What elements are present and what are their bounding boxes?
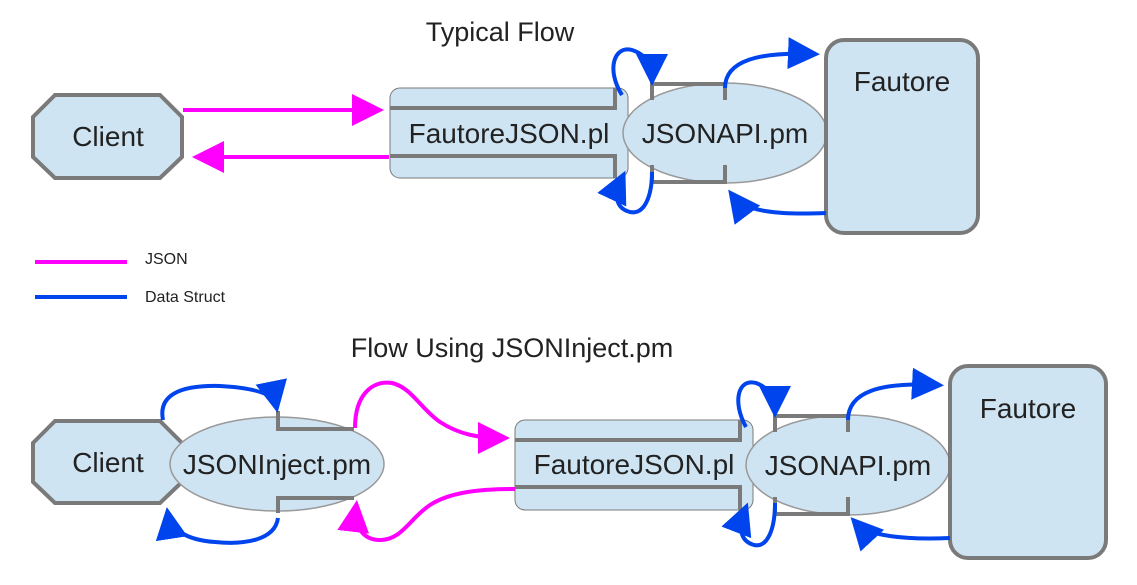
top-client-node: Client: [31, 93, 184, 180]
bottom-ds-to-fautore-arrow: [846, 367, 944, 421]
top-fautore-label: Fautore: [854, 66, 951, 97]
bottom-client-node: Client: [31, 419, 184, 505]
bottom-json-response-arrow: [337, 487, 516, 543]
top-client-label: Client: [72, 121, 144, 152]
bottom-ds-from-fautore-arrow: [850, 517, 951, 552]
top-ds-to-fautore-arrow: [723, 37, 820, 89]
top-fautorejson-label: FautoreJSON.pl: [409, 118, 610, 149]
bottom-fautorejson-label: FautoreJSON.pl: [534, 449, 735, 480]
bottom-ds-loop-upper-arrow: [736, 380, 791, 428]
bottom-json-request-arrow: [353, 380, 510, 454]
top-ds-loop-lower-arrow: [597, 170, 654, 215]
top-fautorejson-node: FautoreJSON.pl: [389, 87, 629, 179]
jsoninject-flow-title: Flow Using JSONInject.pm: [351, 333, 674, 363]
legend-json-label: JSON: [145, 251, 188, 268]
bottom-jsoninject-node: JSONInject.pm: [169, 411, 385, 513]
bottom-fautore-label: Fautore: [980, 393, 1077, 424]
bottom-fautorejson-node: FautoreJSON.pl: [514, 419, 754, 511]
top-jsonapi-label: JSONAPI.pm: [642, 118, 808, 149]
bottom-jsonapi-node: JSONAPI.pm: [745, 414, 951, 516]
bottom-jsoninject-label: JSONInject.pm: [183, 449, 371, 480]
legend: JSON Data Struct: [35, 251, 226, 306]
legend-data-struct-label: Data Struct: [145, 289, 226, 306]
top-fautore-node: Fautore: [824, 38, 980, 235]
bottom-client-label: Client: [72, 447, 144, 478]
bottom-ds-inject-to-client-arrow: [155, 507, 280, 545]
typical-flow-title: Typical Flow: [426, 17, 575, 47]
bottom-ds-client-to-inject-arrow: [160, 378, 287, 421]
bottom-fautore-node: Fautore: [948, 364, 1108, 560]
bottom-jsonapi-label: JSONAPI.pm: [765, 450, 931, 481]
top-ds-from-fautore-arrow: [728, 189, 827, 225]
bottom-ds-loop-lower-arrow: [721, 502, 777, 548]
top-ds-loop-upper-arrow: [611, 47, 668, 97]
top-jsonapi-node: JSONAPI.pm: [622, 82, 828, 184]
